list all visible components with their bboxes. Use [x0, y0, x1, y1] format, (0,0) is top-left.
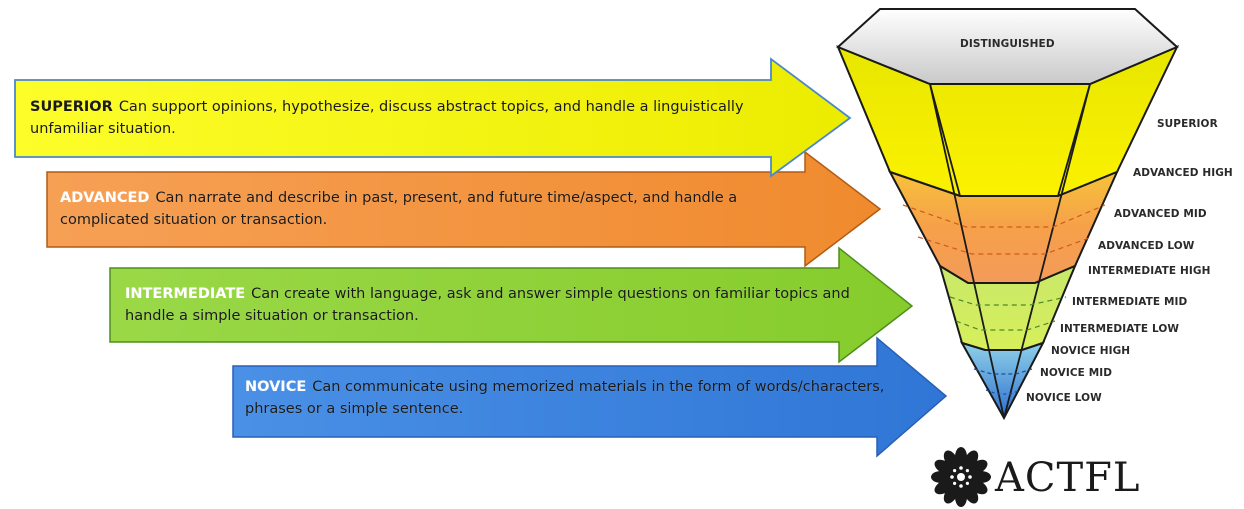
cone-label-novice-high: NOVICE HIGH — [1051, 345, 1131, 357]
intermediate-level-name: INTERMEDIATE — [125, 286, 246, 302]
cone-distinguished-top — [836, 8, 1179, 85]
cone-label-advanced-low: ADVANCED LOW — [1098, 240, 1195, 252]
superior-level-name: SUPERIOR — [30, 99, 113, 115]
intermediate-description-text: Can create with language, ask and answer… — [125, 286, 850, 324]
novice-level-name: NOVICE — [245, 379, 307, 395]
actfl-logo-text: ACTFL — [995, 455, 1141, 501]
cone-label-novice-low: NOVICE LOW — [1026, 392, 1102, 404]
novice-arrow — [232, 336, 948, 458]
cone-label-intermediate-high: INTERMEDIATE HIGH — [1088, 265, 1211, 277]
superior-arrow — [14, 57, 852, 178]
cone-novice-band — [959, 341, 1046, 421]
cone-top-label: DISTINGUISHED — [960, 38, 1055, 50]
proficiency-cone — [836, 8, 1180, 421]
cone-label-intermediate-mid: INTERMEDIATE MID — [1072, 296, 1188, 308]
intermediate-arrow — [109, 246, 914, 364]
advanced-level-name: ADVANCED — [60, 190, 150, 206]
cone-label-novice-mid: NOVICE MID — [1040, 367, 1113, 379]
superior-description-text: Can support opinions, hypothesize, discu… — [30, 99, 744, 137]
actfl-logo-emblem — [931, 447, 991, 507]
cone-label-advanced-mid: ADVANCED MID — [1114, 208, 1207, 220]
cone-label-intermediate-low: INTERMEDIATE LOW — [1060, 323, 1180, 335]
advanced-description-text: Can narrate and describe in past, presen… — [60, 190, 738, 228]
advanced-arrow — [46, 150, 882, 268]
cone-label-advanced-high: ADVANCED HIGH — [1133, 167, 1233, 179]
novice-description-text: Can communicate using memorized material… — [245, 379, 885, 417]
cone-label-superior: SUPERIOR — [1157, 118, 1218, 130]
